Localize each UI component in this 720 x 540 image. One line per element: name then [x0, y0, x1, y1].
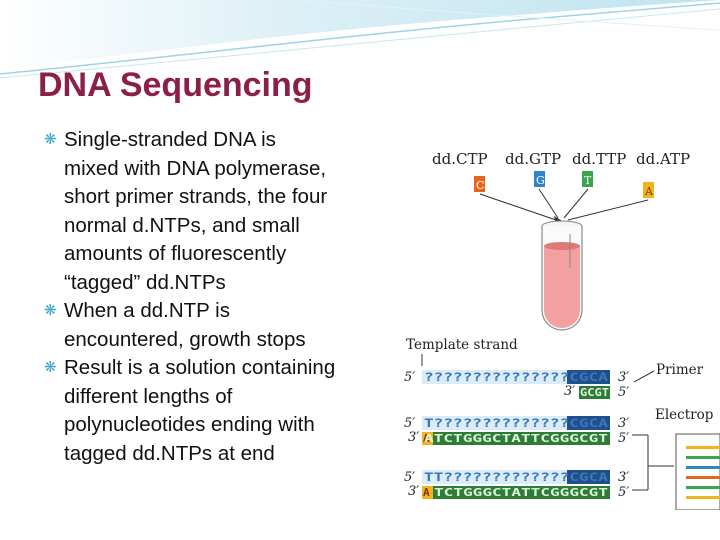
row2-a-tag-letter: A — [423, 432, 430, 445]
row2-a-tag — [422, 432, 433, 445]
bullet-item: ❋ Result is a solution containing differ… — [42, 354, 402, 468]
bullet-marker-icon: ❋ — [44, 359, 57, 376]
primer-five-prime: 5′ — [618, 385, 629, 400]
ddctp-label: dd.CTP — [432, 150, 488, 168]
bullet-marker-icon: ❋ — [44, 131, 57, 148]
row3-a-tag-letter: A — [423, 486, 430, 499]
t-tag-letter: T — [584, 174, 592, 187]
ddttp-label: dd.TTP — [572, 150, 626, 168]
row2-lower-three-prime: 3′ — [408, 430, 419, 445]
primer-bg — [579, 386, 610, 399]
row3-known-bg — [567, 470, 610, 484]
row1-template-seq: ???????????????CGCA — [424, 371, 608, 384]
row2-three-prime: 3′ — [618, 416, 629, 431]
c-tag-letter: C — [476, 179, 484, 192]
test-tube — [541, 220, 583, 331]
bullet-line: tagged dd.NTPs at end — [64, 441, 275, 465]
bullet-line: short primer strands, the four — [64, 185, 328, 208]
row3-lower-bg — [422, 486, 610, 499]
bullet-item: ❋ When a dd.NTP is encountered, growth s… — [42, 297, 402, 354]
gel-connectors — [632, 434, 674, 491]
bullet-line: encountered, growth stops — [64, 327, 306, 351]
primer-three-prime: 3′ — [564, 384, 575, 399]
row2-template-seq: T??????????????CGCA — [424, 417, 608, 430]
row3-template-bg — [422, 470, 610, 484]
g-tag-swatch — [534, 171, 545, 187]
bullet-marker-icon: ❋ — [44, 302, 57, 319]
c-tag-swatch — [474, 176, 485, 192]
primer-seq: GCGT — [580, 386, 609, 399]
row3-three-prime: 3′ — [618, 470, 629, 485]
row2-known-bg — [567, 416, 610, 430]
row1-known-bg — [567, 370, 610, 384]
header-wave-decoration — [0, 0, 720, 79]
row3-lower-five-prime: 5′ — [618, 485, 629, 500]
bullet-list: ❋ Single-stranded DNA is mixed with DNA … — [42, 126, 402, 468]
row3-a-tag — [422, 486, 433, 499]
arrows-to-tube — [479, 188, 649, 221]
row2-lower-bg — [422, 432, 610, 445]
row2-template-bg — [422, 416, 610, 430]
row2-lower-seq: ATCTGGGCTATTCGGGCGT — [424, 432, 609, 445]
bullet-line: mixed with DNA polymerase, — [64, 156, 327, 180]
electrophoresis-gel — [675, 433, 720, 510]
a-tag-swatch — [643, 182, 654, 198]
a-tag-letter: A — [644, 185, 654, 198]
bullet-line: normal d.NTPs, and small — [64, 213, 300, 237]
bullet-line: When a dd.NTP is — [64, 299, 230, 322]
bullet-line: Single-stranded DNA is — [64, 128, 276, 151]
electrophoresis-label: Electrop — [655, 407, 713, 423]
bullet-line: amounts of fluorescently — [64, 242, 287, 265]
row3-template-seq: TT?????????????CGCA — [424, 471, 608, 484]
row1-template-bg — [422, 370, 610, 384]
primer-label: Primer — [656, 362, 704, 378]
bullet-line: “tagged” dd.NTPs — [64, 270, 226, 294]
sequencing-figure: dd.CTP dd.GTP dd.TTP dd.ATP C G T A Temp… — [404, 150, 720, 510]
slide-title: DNA Sequencing — [38, 66, 313, 104]
row2-five-prime: 5′ — [404, 416, 415, 431]
row3-five-prime: 5′ — [404, 470, 415, 485]
t-tag-swatch — [582, 171, 593, 187]
bullet-line: Result is a solution containing — [64, 356, 336, 379]
bullet-line: different lengths of — [64, 384, 233, 408]
ddatp-label: dd.ATP — [636, 150, 690, 168]
row3-lower-three-prime: 3′ — [408, 484, 419, 499]
g-tag-letter: G — [536, 174, 545, 187]
row3-lower-seq: TCTGGGCTATTCGGGCGT — [434, 486, 609, 499]
bullet-item: ❋ Single-stranded DNA is mixed with DNA … — [42, 126, 402, 297]
row1-five-prime: 5′ — [404, 370, 415, 385]
row2-lower-five-prime: 5′ — [618, 431, 629, 446]
bullet-line: polynucleotides ending with — [64, 413, 315, 436]
template-strand-label: Template strand — [406, 337, 518, 353]
row1-three-prime: 3′ — [618, 370, 629, 385]
ddgtp-label: dd.GTP — [505, 150, 561, 168]
